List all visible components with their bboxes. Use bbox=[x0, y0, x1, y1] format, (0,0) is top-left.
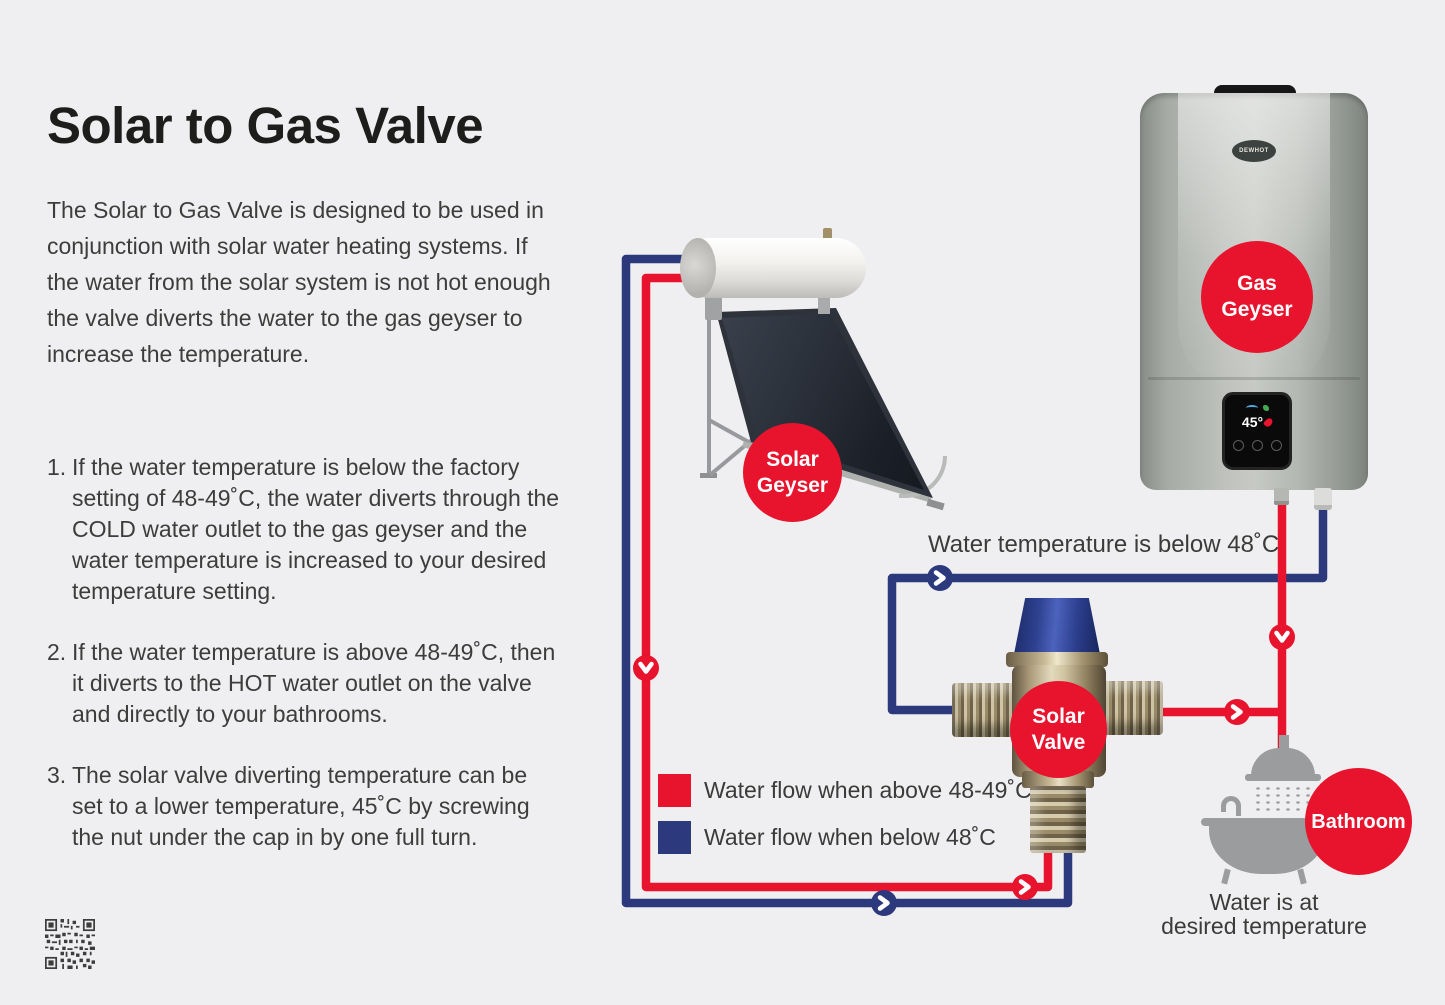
geyser-hot-outlet bbox=[1274, 488, 1289, 505]
gas-geyser-label: Gas Geyser bbox=[1201, 241, 1313, 353]
faucet-spout bbox=[1236, 804, 1241, 816]
eco-icon bbox=[1262, 405, 1269, 411]
flow-arrow-hot-down bbox=[633, 655, 659, 681]
list-item-1: 1. If the water temperature is below the… bbox=[47, 452, 562, 607]
valve-left-port bbox=[952, 683, 1014, 737]
shower-head-base bbox=[1245, 774, 1321, 781]
label-line: Gas bbox=[1237, 272, 1277, 295]
legend-row-hot: Water flow when above 48-49˚C bbox=[658, 774, 1032, 807]
hot-pipe-tank-to-valve bbox=[641, 273, 1053, 892]
plus-button bbox=[1270, 440, 1282, 451]
temperature-value: 45° bbox=[1241, 414, 1264, 430]
list-number: 3. bbox=[47, 762, 67, 788]
power-button bbox=[1232, 440, 1244, 451]
label-line: Valve bbox=[1031, 730, 1086, 754]
flow-arrow-cold-right bbox=[927, 565, 953, 591]
tank-sensor bbox=[823, 228, 832, 241]
tank-bracket bbox=[705, 296, 722, 320]
list-number: 1. bbox=[47, 454, 67, 480]
brand-badge: DEWHOT bbox=[1232, 140, 1276, 162]
desired-temperature-annotation: Water is at desired temperature bbox=[1158, 890, 1370, 938]
label-line: Solar bbox=[766, 447, 819, 471]
page-title: Solar to Gas Valve bbox=[47, 97, 484, 154]
geyser-cold-inlet bbox=[1314, 488, 1332, 510]
label-line: Geyser bbox=[756, 473, 829, 497]
solar-valve-label: Solar Valve bbox=[1010, 681, 1107, 778]
valve-collar bbox=[1022, 771, 1094, 788]
label-line: Bathroom bbox=[1311, 810, 1406, 833]
solar-frame-leg bbox=[707, 315, 711, 475]
bathtub-foot bbox=[1221, 868, 1231, 885]
valve-right-port bbox=[1103, 681, 1163, 735]
hot-flow-swatch bbox=[658, 774, 691, 807]
display-status-icons bbox=[1245, 404, 1269, 412]
shower-head-icon bbox=[1251, 748, 1315, 776]
flow-arrow-cold-right bbox=[871, 890, 897, 916]
valve-blue-cap bbox=[1014, 598, 1100, 654]
solar-tank bbox=[680, 238, 866, 298]
flame-icon bbox=[1263, 416, 1275, 428]
geyser-seam bbox=[1148, 377, 1360, 380]
solar-geyser-label: Solar Geyser bbox=[743, 423, 842, 522]
valve-bottom-pipe bbox=[1030, 786, 1086, 853]
valve-cap-ring bbox=[1006, 652, 1108, 667]
water-spray-icon bbox=[1253, 785, 1313, 811]
display-temperature: 45° bbox=[1241, 414, 1275, 430]
list-text: If the water temperature is below the fa… bbox=[72, 454, 560, 604]
geyser-display: 45° bbox=[1222, 392, 1292, 470]
cold-flow-swatch bbox=[658, 821, 691, 854]
shower-pipe bbox=[1279, 735, 1289, 752]
bathtub-foot bbox=[1297, 868, 1307, 885]
bathtub-rim bbox=[1201, 818, 1335, 826]
legend-label: Water flow when above 48-49˚C bbox=[704, 777, 1032, 803]
annotation-line: desired temperature bbox=[1161, 913, 1367, 939]
legend-label: Water flow when below 48˚C bbox=[704, 824, 996, 850]
solar-frame-foot bbox=[700, 473, 717, 478]
display-buttons bbox=[1232, 440, 1282, 451]
solar-frame-foot bbox=[926, 498, 945, 511]
cold-pipe-valve-to-gas-geyser bbox=[887, 498, 1328, 715]
list-item-3: 3. The solar valve diverting temperature… bbox=[47, 760, 562, 853]
annotation-line: Water is at bbox=[1209, 889, 1319, 915]
list-text: If the water temperature is above 48-49˚… bbox=[72, 639, 556, 727]
legend-row-cold: Water flow when below 48˚C bbox=[658, 821, 996, 854]
list-item-2: 2. If the water temperature is above 48-… bbox=[47, 637, 562, 730]
water-flow-icon bbox=[1245, 405, 1258, 411]
bathroom-label: Bathroom bbox=[1305, 768, 1412, 875]
below-48-annotation: Water temperature is below 48˚C bbox=[928, 531, 1280, 558]
bathroom-illustration bbox=[1195, 730, 1355, 895]
cold-pipe-tank-loop bbox=[621, 254, 1073, 908]
label-line: Solar bbox=[1032, 704, 1085, 728]
qr-code-icon bbox=[45, 919, 95, 969]
tank-bracket bbox=[818, 297, 830, 314]
flow-arrow-hot-down bbox=[1269, 624, 1295, 650]
minus-button bbox=[1251, 440, 1263, 451]
list-number: 2. bbox=[47, 639, 67, 665]
list-text: The solar valve diverting temperature ca… bbox=[72, 762, 530, 850]
flow-arrow-hot-right bbox=[1012, 874, 1038, 900]
intro-paragraph: The Solar to Gas Valve is designed to be… bbox=[47, 197, 551, 367]
flow-arrow-hot-right bbox=[1224, 699, 1250, 725]
label-line: Geyser bbox=[1221, 298, 1293, 321]
